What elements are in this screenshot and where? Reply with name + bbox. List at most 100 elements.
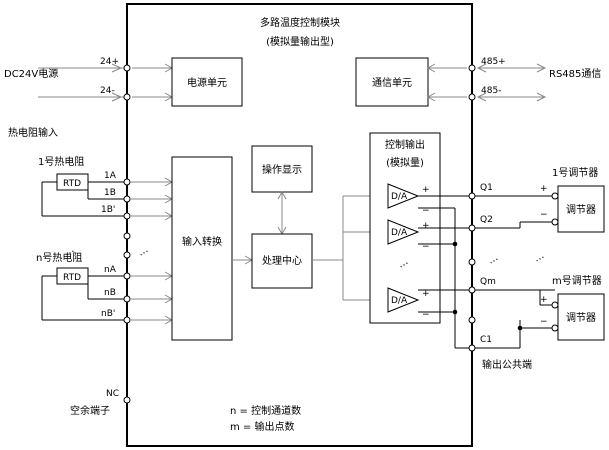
terminal-label-nb: nB <box>104 288 116 298</box>
reg1-label: 调节器 <box>566 204 596 216</box>
da2-label: D/A <box>391 228 408 238</box>
da1-amplifier <box>387 183 420 209</box>
terminal-spare-3 <box>468 258 476 266</box>
reg1-plus: + <box>540 184 548 194</box>
terminal-24plus <box>123 64 131 72</box>
terminal-label-qm: Qm <box>480 277 496 287</box>
terminal-nbp <box>123 316 131 324</box>
nc-desc: 空余端子 <box>70 404 110 417</box>
terminal-c1 <box>468 344 476 352</box>
da2-minus: − <box>422 242 430 252</box>
regm-plus: + <box>540 295 548 305</box>
terminal-spare-1 <box>123 232 131 240</box>
legend-m: m = 输出点数 <box>230 420 294 433</box>
cpu-label: 处理中心 <box>262 254 302 267</box>
terminal-nb <box>123 295 131 303</box>
rtdn-name: n号热电阻 <box>36 251 82 264</box>
comm-link-arrow-minus <box>426 92 436 102</box>
display-cpu-arrow-up <box>277 190 287 200</box>
nc-label: NC <box>106 389 119 399</box>
rs485-label: RS485通信 <box>549 68 601 80</box>
power-unit-box <box>171 57 243 107</box>
ext-junction-common <box>517 325 523 331</box>
terminal-485minus <box>468 93 476 101</box>
terminal-nc <box>123 396 131 404</box>
terminal-label-1a: 1A <box>104 171 117 181</box>
da1-minus: − <box>422 206 430 216</box>
da1-label: D/A <box>391 192 408 202</box>
regm-minus: − <box>540 317 548 327</box>
terminal-label-q2: Q2 <box>480 215 493 225</box>
rtd1-name: 1号热电阻 <box>38 155 84 168</box>
rtd1-label: RTD <box>63 179 81 189</box>
terminal-1b <box>123 195 131 203</box>
comm-unit-label: 通信单元 <box>372 77 412 89</box>
module-subtitle: (模拟量输出型) <box>266 35 334 48</box>
module-title: 多路温度控制模块 <box>260 16 340 29</box>
reg1-box <box>557 185 605 233</box>
input-convert-box <box>171 156 233 341</box>
comm-ext-arrow-out-minus <box>536 92 547 102</box>
comm-ext-arrow-in-minus <box>476 92 487 102</box>
terminal-label-na: nA <box>104 265 117 275</box>
operate-display-box <box>251 145 313 193</box>
dam-plus: + <box>422 289 430 299</box>
power-minus-arrow <box>111 92 123 102</box>
da-ellipsis: … <box>396 256 410 271</box>
terminal-qm <box>468 286 476 294</box>
reg1-terminal-minus <box>551 218 559 226</box>
rtdn-label: RTD <box>63 273 81 283</box>
terminal-label-c1: C1 <box>480 335 492 345</box>
comm-ext-arrow-in-plus <box>476 63 487 73</box>
regm-label: 调节器 <box>566 312 596 324</box>
terminal-na <box>123 272 131 280</box>
comm-unit-box <box>355 57 429 107</box>
legend-n: n = 控制通道数 <box>230 404 301 417</box>
terminal-1a <box>123 178 131 186</box>
terminal-label-nbp: nB' <box>101 309 115 319</box>
rtd-ellipsis-left: … <box>62 244 76 259</box>
terminal-label-1b: 1B <box>104 188 116 198</box>
dam-label: D/A <box>391 296 408 306</box>
terminal-label-24plus: 24+ <box>100 57 119 67</box>
regm-terminal-minus <box>551 324 559 332</box>
control-output-title: 控制输出 <box>385 138 425 151</box>
da2-amplifier <box>387 219 420 245</box>
terminal-q1 <box>468 192 476 200</box>
regulator-ellipsis: … <box>532 250 546 265</box>
terminal-485plus <box>468 64 476 72</box>
power-unit-label: 电源单元 <box>187 76 227 89</box>
regm-name: m号调节器 <box>552 275 602 287</box>
reg1-minus: − <box>540 210 548 220</box>
operate-display-label: 操作显示 <box>262 163 302 176</box>
common-junction-dam <box>452 309 458 315</box>
terminal-label-485plus: 485+ <box>481 57 506 67</box>
control-output-subtitle: (模拟量) <box>386 156 424 169</box>
terminal-label-q1: Q1 <box>480 183 493 193</box>
common-junction-da1 <box>452 241 458 247</box>
terminal-1bp <box>123 212 131 220</box>
input-convert-label: 输入转换 <box>182 235 222 248</box>
terminal-24minus <box>123 93 131 101</box>
comm-ext-arrow-out-plus <box>536 63 547 73</box>
terminal-q2 <box>468 224 476 232</box>
power-source-label: DC24V电源 <box>4 67 58 80</box>
regm-box <box>557 293 605 341</box>
power-plus-arrow <box>111 63 123 73</box>
dam-amplifier <box>387 287 420 313</box>
terminal-spare-4 <box>468 316 476 324</box>
output-ellipsis: … <box>486 252 500 267</box>
regm-terminal-plus <box>551 301 559 309</box>
da2-plus: + <box>422 221 430 231</box>
comm-link-arrow-plus <box>426 63 436 73</box>
dam-minus: − <box>422 310 430 320</box>
terminal-label-485minus: 485- <box>481 86 501 96</box>
terminal-label-1bp: 1B' <box>101 205 115 215</box>
da1-plus: + <box>422 185 430 195</box>
reg1-name: 1号调节器 <box>552 167 598 179</box>
cpu-box <box>251 233 313 289</box>
terminal-spare-2 <box>123 251 131 259</box>
rtd-heading: 热电阻输入 <box>8 126 58 139</box>
rtd-ellipsis-inner: … <box>136 244 150 259</box>
